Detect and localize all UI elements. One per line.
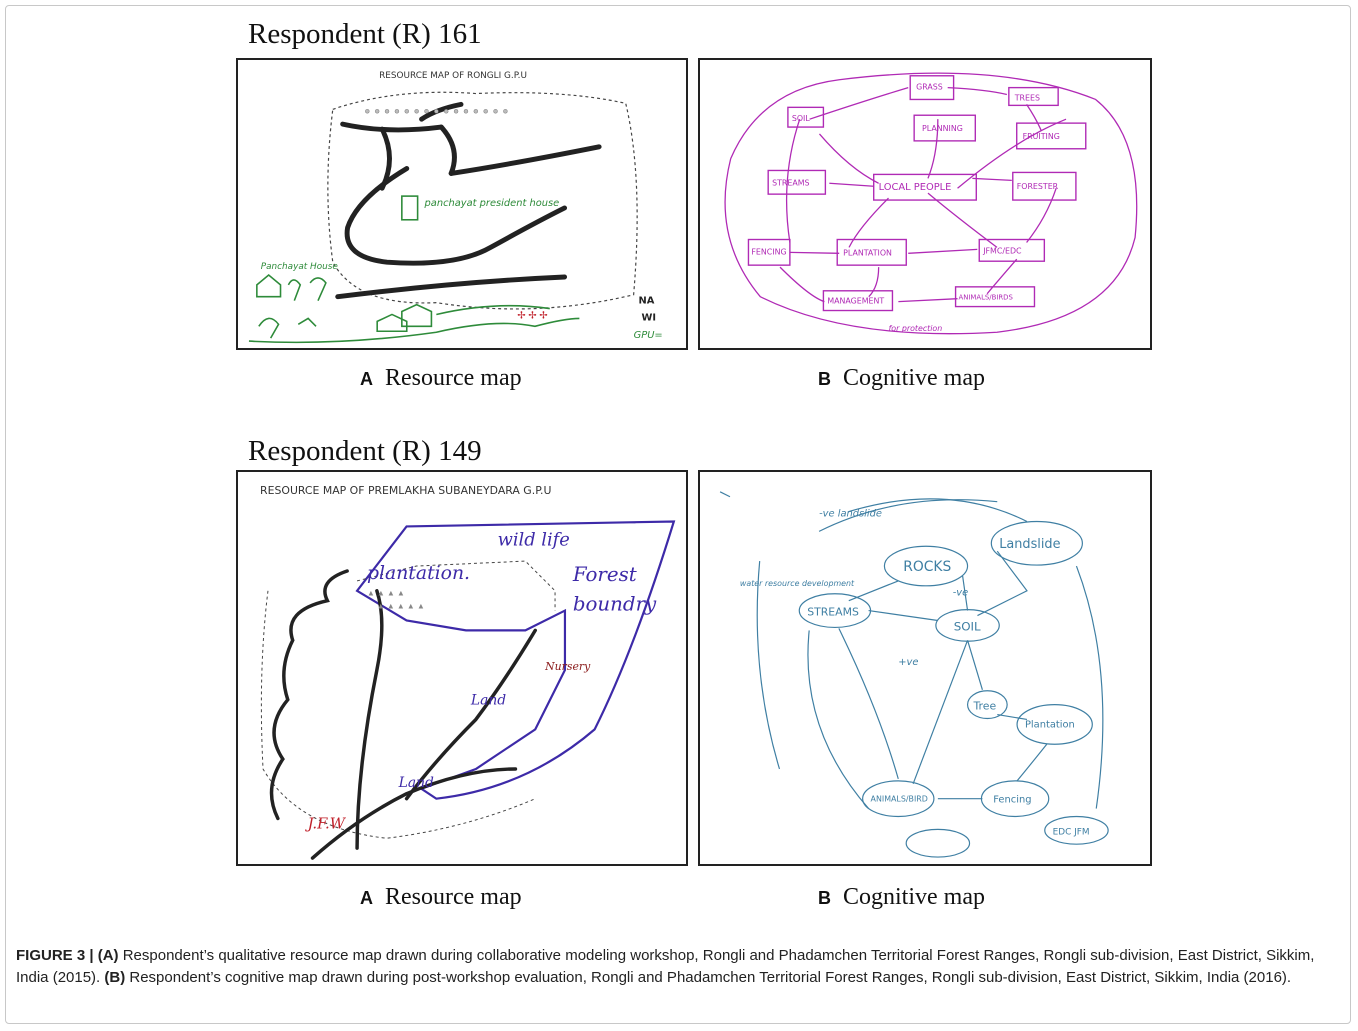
resource-map-drawing-bottom: RESOURCE MAP OF PREMLAKHA SUBANEYDARA G.… xyxy=(260,484,676,860)
resource-label-b6: J.F.W xyxy=(305,815,347,832)
cognitive-node-0: SOIL xyxy=(792,114,811,123)
cognitive-node-5: STREAMS xyxy=(772,178,809,187)
caption-letter-b: B xyxy=(818,369,831,389)
cognitive-label-b2: +ve xyxy=(898,657,918,668)
respondent-title-bottom: Respondent (R) 149 xyxy=(248,435,482,467)
caption-text-a: Resource map xyxy=(385,884,522,910)
cognitive-label-b1: -ve xyxy=(953,588,968,599)
resource-map-drawing-top: RESOURCE MAP OF RONGLI G.P.U xyxy=(248,71,663,344)
cognitive-label-0: for protection xyxy=(889,324,943,333)
cognitive-node-b0: ROCKS xyxy=(903,559,951,575)
cognitive-map-drawing-bottom: ROCKS Landslide STREAMS SOIL Tree Planta… xyxy=(719,491,1109,858)
cognitive-node-b1: Landslide xyxy=(999,537,1060,552)
cognitive-node-b2: STREAMS xyxy=(807,606,859,619)
cognitive-map-image-top: SOIL GRASS TREES PLANNING FRUITING STREA… xyxy=(698,58,1152,350)
resource-label-b0: wild life xyxy=(498,529,570,550)
cognitive-node-12: ANIMALS/BIRDS xyxy=(959,294,1013,302)
cognitive-node-b8: EDC JFM xyxy=(1053,827,1090,837)
resource-label-b7: Nursery xyxy=(544,660,591,673)
cognitive-node-b7: Fencing xyxy=(993,795,1031,806)
figure-caption: FIGURE 3 | (A) Respondent’s qualitative … xyxy=(16,945,1336,989)
caption-letter-a: A xyxy=(360,888,373,908)
figure-caption-a-tag: (A) xyxy=(97,947,119,964)
cognitive-label-b3: water resource development xyxy=(740,579,855,588)
cognitive-node-7: FORESTER xyxy=(1017,182,1059,191)
figure-caption-b-text: Respondent’s cognitive map drawn during … xyxy=(125,969,1292,986)
resource-map-image-bottom: RESOURCE MAP OF PREMLAKHA SUBANEYDARA G.… xyxy=(236,470,688,866)
caption-label-a-bottom: A Resource map xyxy=(360,884,522,911)
resource-map-image-top: RESOURCE MAP OF RONGLI G.P.U xyxy=(236,58,688,350)
resource-label-3: WI xyxy=(642,312,657,323)
caption-label-b-bottom: B Cognitive map xyxy=(818,884,985,911)
resource-label-2: NA xyxy=(639,296,655,307)
resource-label-b3: boundry xyxy=(573,593,657,616)
figure-caption-b-tag: (B) xyxy=(104,969,126,986)
cognitive-node-11: MANAGEMENT xyxy=(827,297,884,306)
svg-text:✢ ✢ ✢: ✢ ✢ ✢ xyxy=(517,310,547,321)
resource-map-title-top: RESOURCE MAP OF RONGLI G.P.U xyxy=(379,71,527,81)
svg-text:▲ ▲ ▲ ▲ ▲: ▲ ▲ ▲ ▲ ▲ xyxy=(377,602,425,611)
cognitive-node-4: FRUITING xyxy=(1023,132,1060,141)
caption-letter-b: B xyxy=(818,888,831,908)
resource-label-4: GPU= xyxy=(634,330,663,341)
caption-label-b-top: B Cognitive map xyxy=(818,365,985,392)
figure-frame xyxy=(5,5,1351,1024)
cognitive-node-9: PLANTATION xyxy=(843,248,892,257)
resource-label-0: panchayat president house xyxy=(424,198,560,209)
cognitive-node-3: PLANNING xyxy=(922,124,963,133)
resource-label-b4: Land xyxy=(470,693,506,709)
cognitive-node-8: FENCING xyxy=(751,247,786,256)
svg-text:▲ ▲ ▲ ▲: ▲ ▲ ▲ ▲ xyxy=(367,589,405,598)
caption-text-b: Cognitive map xyxy=(843,884,985,910)
resource-label-b1: plantation. xyxy=(367,563,470,584)
figure-caption-label: FIGURE 3 | xyxy=(16,947,94,964)
cognitive-map-image-bottom: ROCKS Landslide STREAMS SOIL Tree Planta… xyxy=(698,470,1152,866)
resource-label-b5: Land xyxy=(398,775,434,791)
cognitive-node-10: JFMC/EDC xyxy=(982,246,1022,255)
resource-label-1: Panchayat House xyxy=(261,262,339,272)
cognitive-label-b0: -ve landslide xyxy=(819,509,882,520)
cognitive-node-b4: Tree xyxy=(973,700,997,713)
cognitive-node-b5: Plantation xyxy=(1025,719,1075,730)
cognitive-node-b3: SOIL xyxy=(954,619,981,633)
respondent-title-top: Respondent (R) 161 xyxy=(248,18,482,50)
caption-text-a: Resource map xyxy=(385,365,522,391)
cognitive-node-6: LOCAL PEOPLE xyxy=(879,182,952,193)
cognitive-map-drawing-top: SOIL GRASS TREES PLANNING FRUITING STREA… xyxy=(724,72,1138,335)
figure-caption-a-text: Respondent’s qualitative resource map dr… xyxy=(16,947,1315,986)
caption-letter-a: A xyxy=(360,369,373,389)
cognitive-node-1: GRASS xyxy=(916,83,943,92)
cognitive-node-b6: ANIMALS/BIRD xyxy=(871,795,928,804)
resource-map-title-bottom: RESOURCE MAP OF PREMLAKHA SUBANEYDARA G.… xyxy=(260,484,551,497)
cognitive-node-2: TREES xyxy=(1014,93,1040,102)
resource-label-b2: Forest xyxy=(572,563,637,586)
caption-text-b: Cognitive map xyxy=(843,365,985,391)
caption-label-a-top: A Resource map xyxy=(360,365,522,392)
